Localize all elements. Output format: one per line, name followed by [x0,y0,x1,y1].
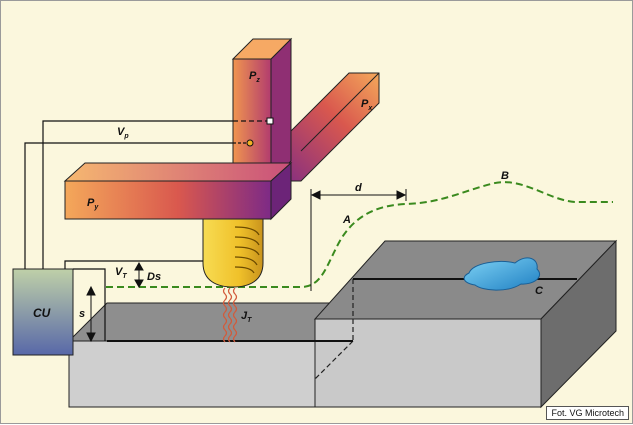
step-hidden-diagonal [314,340,354,380]
pz-label: Pz [249,70,260,84]
sample-high-riser [314,318,542,408]
py-label: Py [87,197,99,211]
probe [202,218,264,288]
cu-label: CU [33,306,51,320]
dim-ds [134,261,144,289]
d-label: d [355,182,362,194]
a-label: A [342,214,351,226]
dim-s [86,285,96,343]
tunnel-current [222,287,238,343]
height-profile [106,181,613,288]
px-connector [266,117,274,125]
s-label: s [79,308,85,320]
arm-py-end [270,161,292,221]
vt-label: VT [115,266,127,280]
sample-low-top [67,302,355,342]
sample-right-side [540,239,617,409]
arm-pz-side [270,37,292,183]
surface-spot [463,257,541,291]
ds-label: Ds [147,271,161,283]
photo-credit: Fot. VG Microtech [546,406,629,420]
wiring [24,120,269,341]
control-unit [12,268,74,356]
px-label: Px [361,98,373,112]
arm-py-front [64,180,272,220]
arm-py-top [63,162,293,182]
c-label: C [535,285,544,297]
b-label: B [501,170,509,182]
vp-label: Vp [117,126,129,140]
py-connector [246,139,254,147]
jt-label: JT [241,310,252,324]
dim-d [310,189,407,291]
sample-low-front [68,340,316,408]
